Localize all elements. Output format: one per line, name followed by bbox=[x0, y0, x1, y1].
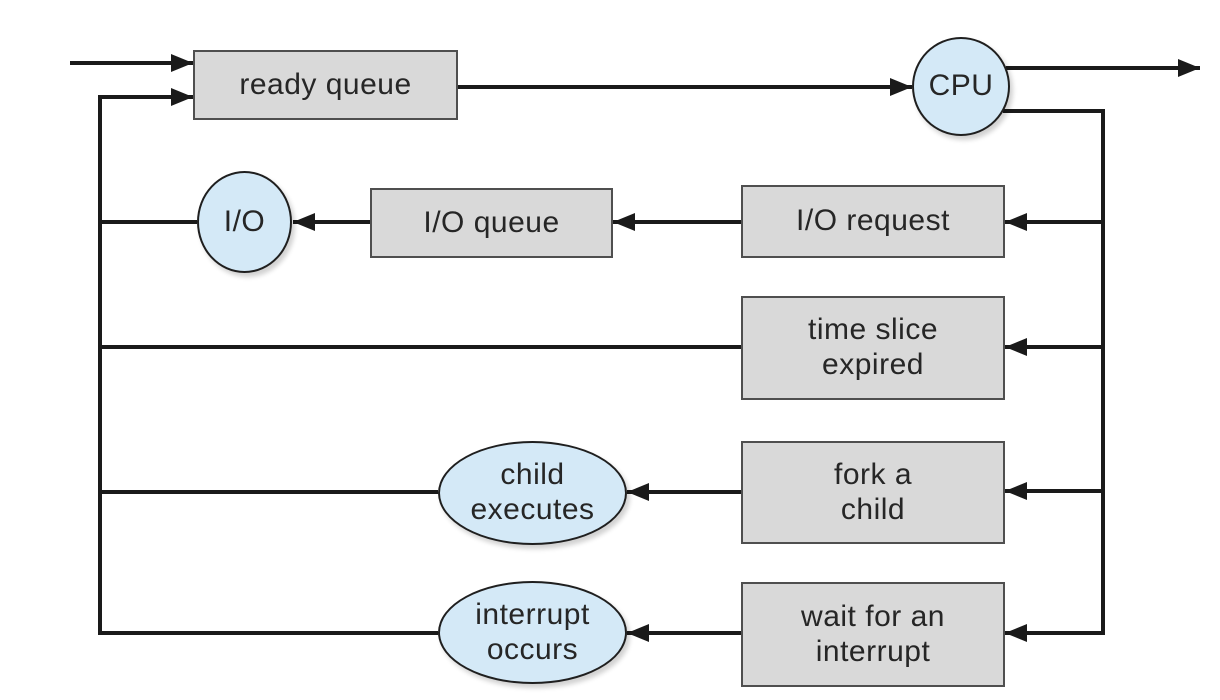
node-io: I/O bbox=[197, 171, 292, 273]
node-wait-for-interrupt: wait for an interrupt bbox=[741, 582, 1005, 687]
node-time-slice-expired: time slice expired bbox=[741, 296, 1005, 400]
node-fork-a-child: fork a child bbox=[741, 441, 1005, 544]
node-child-executes: child executes bbox=[438, 441, 627, 545]
edge-feedback-loop bbox=[98, 88, 438, 635]
node-cpu: CPU bbox=[912, 37, 1010, 136]
node-ready-queue: ready queue bbox=[193, 50, 458, 120]
node-io-queue: I/O queue bbox=[370, 188, 613, 258]
node-interrupt-occurs: interrupt occurs bbox=[438, 581, 627, 684]
edge-cpu-dispatch-line bbox=[1003, 109, 1105, 642]
node-io-request: I/O request bbox=[741, 185, 1005, 258]
